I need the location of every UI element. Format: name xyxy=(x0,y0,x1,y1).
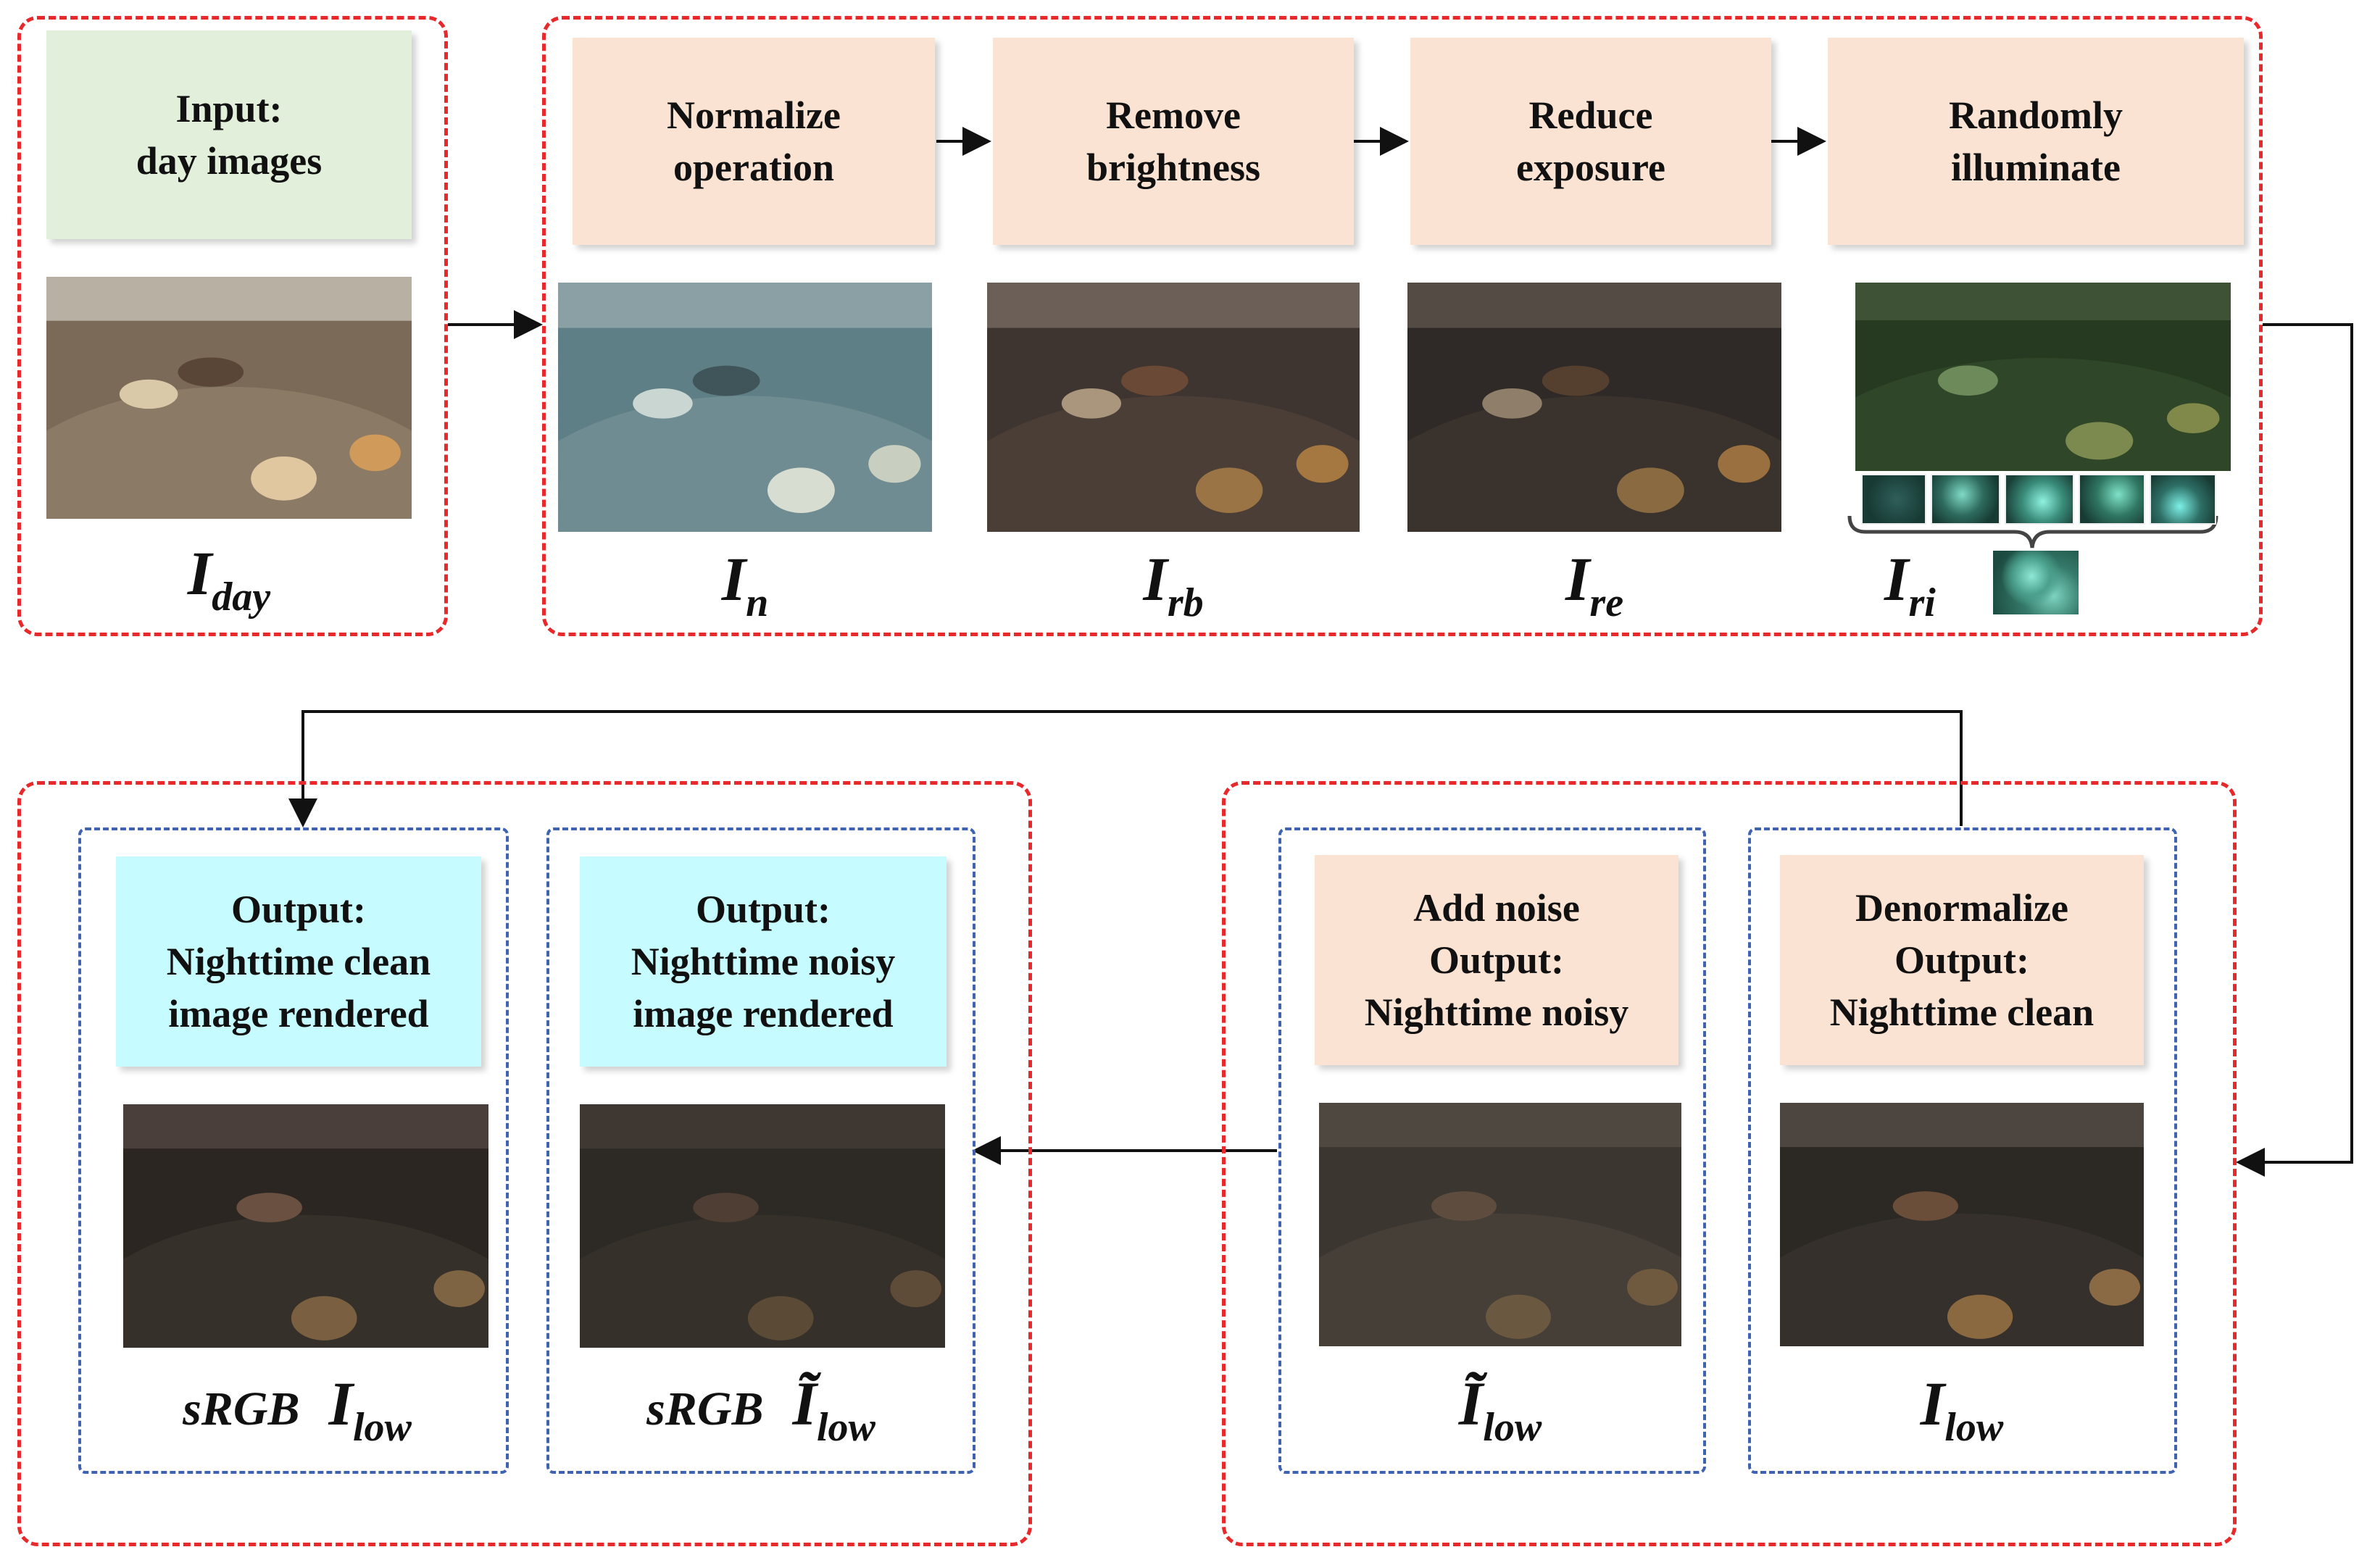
preprocess-group xyxy=(542,16,2263,636)
illuminated-image xyxy=(1855,283,2231,471)
day-image xyxy=(46,277,412,519)
symbol-i-n: In xyxy=(721,544,769,625)
clean-output-label-box: Output: Nighttime clean image rendered xyxy=(116,856,481,1067)
symbol-i-day: Iday xyxy=(187,538,271,620)
illumination-patch xyxy=(1931,474,2000,525)
label-line: Remove xyxy=(1106,93,1241,137)
noise-group xyxy=(1222,781,2237,1546)
label-line: Output: xyxy=(230,888,367,931)
exposure-reduced-image xyxy=(1407,283,1781,532)
nighttime-clean-image xyxy=(1780,1103,2144,1346)
label-line: day images xyxy=(136,139,323,183)
label-line: exposure xyxy=(1515,146,1665,189)
symbol-i-ri: Iri xyxy=(1884,544,1936,625)
label-line: illuminate xyxy=(1950,146,2121,189)
symbol-i-re: Ire xyxy=(1565,544,1624,625)
label-line: brightness xyxy=(1086,146,1261,189)
noisy-output-panel xyxy=(546,827,975,1474)
label-line: Output: xyxy=(1894,938,2030,982)
randomly-illuminate-box: Randomly illuminate xyxy=(1828,38,2244,245)
label-line: Nighttime clean xyxy=(166,940,431,983)
normalized-image xyxy=(558,283,932,532)
clean-output-panel xyxy=(78,827,509,1474)
add-noise-label-box: Add noise Output: Nighttime noisy xyxy=(1315,855,1678,1065)
input-label-box: Input: day images xyxy=(46,30,412,239)
illumination-patch xyxy=(2005,474,2074,525)
label-line: Output: xyxy=(1428,938,1565,982)
noisy-output-label-box: Output: Nighttime noisy image rendered xyxy=(580,856,947,1067)
illumination-patch xyxy=(2079,474,2145,525)
srgb-noisy-image xyxy=(580,1104,945,1348)
label-line: image rendered xyxy=(633,992,894,1035)
label-line: Nighttime clean xyxy=(1829,991,2094,1034)
brace xyxy=(1847,515,2218,549)
label-line: Input: xyxy=(175,87,283,130)
label-line: Reduce xyxy=(1528,93,1653,137)
nighttime-noisy-image xyxy=(1319,1103,1681,1346)
label-line: Add noise xyxy=(1413,886,1580,930)
label-line: Randomly xyxy=(1948,93,2123,137)
illumination-patch-combined xyxy=(1993,551,2079,614)
rendering-group xyxy=(17,781,1032,1546)
label-line: Nighttime noisy xyxy=(631,940,896,983)
illumination-patch xyxy=(1861,474,1926,525)
denormalize-label-box: Denormalize Output: Nighttime clean xyxy=(1780,855,2144,1065)
denormalize-panel xyxy=(1748,827,2177,1474)
symbol-i-rb: Irb xyxy=(1143,544,1204,625)
srgb-clean-image xyxy=(123,1104,488,1348)
input-group xyxy=(17,16,448,636)
label-line: Output: xyxy=(695,888,831,931)
label-line: operation xyxy=(673,146,834,189)
illumination-patch xyxy=(2150,474,2216,525)
remove-brightness-box: Remove brightness xyxy=(993,38,1354,245)
normalize-box: Normalize operation xyxy=(573,38,935,245)
symbol-i-low: Ilow xyxy=(1920,1369,2004,1450)
brightness-removed-image xyxy=(987,283,1360,532)
label-line: Nighttime noisy xyxy=(1364,991,1629,1034)
symbol-i-tilde-low: Ĩlow xyxy=(1458,1369,1542,1450)
add-noise-panel xyxy=(1278,827,1706,1474)
arrow-denormalize-to-clean-output xyxy=(288,710,1963,827)
arrow-top-to-bottom-right xyxy=(2236,323,2353,1177)
label-line: Normalize xyxy=(667,93,841,137)
reduce-exposure-box: Reduce exposure xyxy=(1410,38,1771,245)
label-line: Denormalize xyxy=(1855,886,2068,930)
label-line: image rendered xyxy=(168,992,429,1035)
